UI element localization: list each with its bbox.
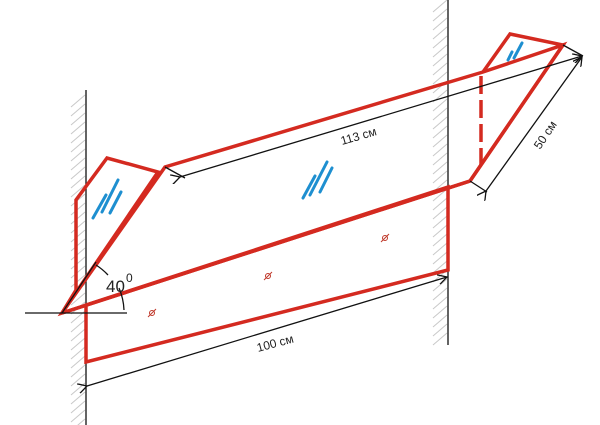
dimension-label-100: 100 см bbox=[255, 332, 295, 355]
glass-mark-icon bbox=[91, 178, 123, 220]
glass-mark-icon bbox=[301, 160, 334, 200]
angle-unit: 0 bbox=[126, 271, 133, 285]
dimension-50 bbox=[469, 57, 582, 192]
angle-value: 40 bbox=[106, 277, 125, 296]
dimension-113 bbox=[164, 44, 584, 178]
left-wall bbox=[70, 90, 87, 425]
back-panel bbox=[84, 184, 450, 365]
glass-mark-icon bbox=[506, 41, 524, 62]
dimension-100 bbox=[87, 277, 447, 386]
right-wall bbox=[432, 0, 449, 346]
